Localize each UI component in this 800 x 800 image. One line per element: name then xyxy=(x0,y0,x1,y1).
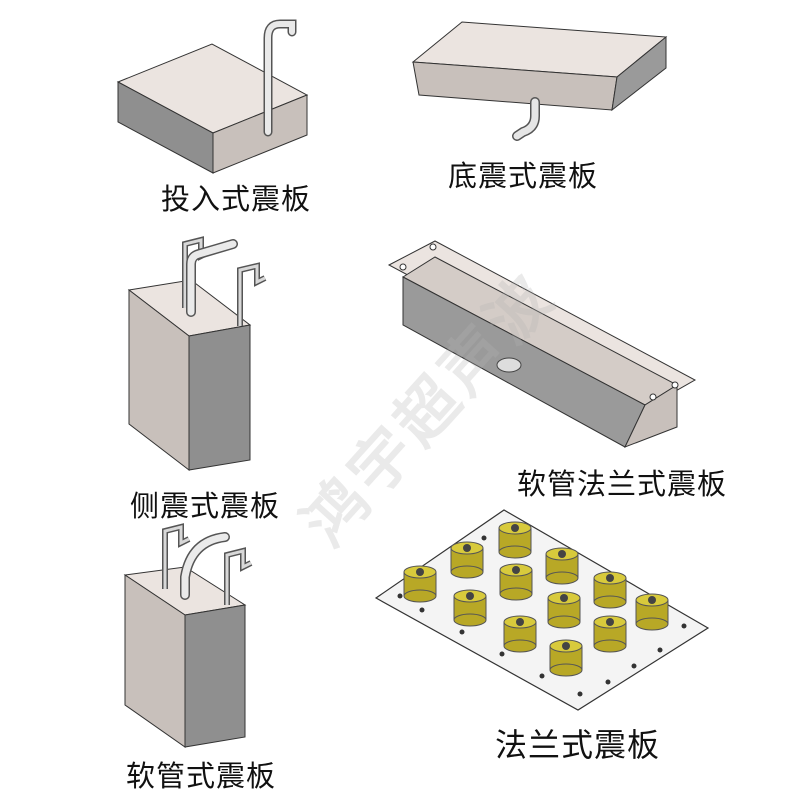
hose-flange-transducer-panel: 软管法兰式震板 xyxy=(385,235,726,505)
hose-transducer-label: 软管式震板 xyxy=(126,759,277,793)
hose-flange-transducer-illustration xyxy=(387,240,697,448)
immersion-transducer-label: 投入式震板 xyxy=(161,182,312,216)
side-mount-transducer-label: 侧震式震板 xyxy=(130,489,281,523)
bottom-mount-transducer-illustration xyxy=(411,21,668,141)
immersion-transducer-illustration xyxy=(116,19,309,174)
hose-flange-transducer-label: 软管法兰式震板 xyxy=(517,467,728,501)
flange-transducer-illustration xyxy=(374,509,710,711)
hose-transducer-illustration xyxy=(123,523,253,748)
side-mount-transducer-illustration xyxy=(127,236,267,472)
bottom-mount-transducer-panel: 底震式震板 xyxy=(405,20,685,200)
brass-transducer-array xyxy=(403,521,669,677)
flange-transducer-label: 法兰式震板 xyxy=(495,726,661,764)
immersion-transducer-panel: 投入式震板 xyxy=(100,10,340,230)
bottom-mount-transducer-label: 底震式震板 xyxy=(448,159,599,193)
hose-transducer-panel: 软管式震板 xyxy=(115,515,295,800)
side-mount-transducer-panel: 侧震式震板 xyxy=(115,230,295,523)
flange-transducer-panel: 法兰式震板 xyxy=(370,509,715,785)
